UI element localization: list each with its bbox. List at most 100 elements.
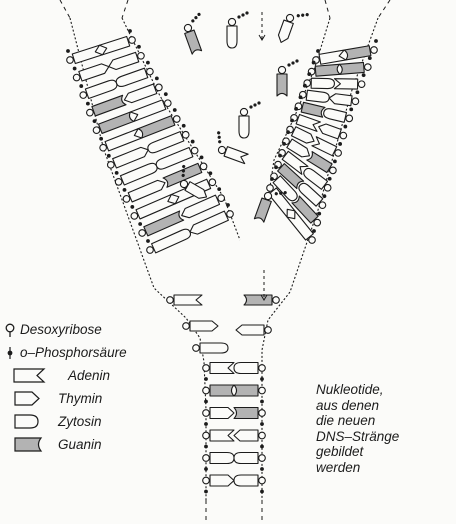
phosphate-dot (146, 239, 150, 243)
phosphate-dot (99, 137, 103, 141)
legend-item-zytosin: Zytosin (4, 410, 214, 433)
phosphate-dot (173, 108, 177, 112)
thymin-base (123, 84, 157, 105)
zytosin-base (115, 68, 148, 88)
sugar-ring (167, 297, 174, 304)
strand-continuation (378, 0, 390, 18)
phosphate-dot (356, 90, 360, 94)
phosphate-dot (362, 73, 366, 77)
phosphate-dot (191, 140, 195, 144)
sugar-ring (173, 116, 180, 123)
sugar-ring (123, 196, 130, 203)
note-line: gebildet (316, 444, 456, 460)
phosphate-dot (107, 154, 111, 158)
free-nucleotide (239, 101, 261, 138)
free-nucleotide (276, 6, 309, 48)
sugar-ring (319, 202, 326, 209)
guanin-base (301, 102, 325, 117)
adenin-base (312, 137, 337, 156)
phosphate-dot (333, 159, 337, 163)
legend-label-phosphor: o–Phosphorsäure (20, 341, 127, 364)
phosphate-dot (299, 95, 303, 99)
sugar-ring (209, 179, 216, 186)
phosphate-dot (260, 490, 264, 494)
phosphate-dot (307, 72, 311, 76)
sugar-ring (259, 387, 266, 394)
phosphate-dot (274, 165, 278, 169)
note-line: aus denen (316, 398, 456, 414)
guanin-base (98, 112, 133, 133)
sugar-ring (365, 64, 372, 71)
phosphate-dot (217, 187, 221, 191)
zytosin-base (146, 132, 183, 155)
sugar-ring (265, 327, 272, 334)
phosphate-dot (323, 194, 327, 198)
thymin-base (317, 122, 341, 139)
guanin-base (138, 116, 175, 138)
phosphate-dot (328, 177, 332, 181)
thymin-base (210, 475, 234, 486)
sugar-ring (267, 185, 274, 192)
zytosin-base (234, 363, 258, 374)
legend: Desoxyribose o–Phosphorsäure Adenin Thym… (4, 318, 214, 456)
phosphate-dot (282, 142, 286, 146)
phosphate-dot (123, 188, 127, 192)
note-line: Nukleotide, (316, 382, 456, 398)
note-line: die neuen (316, 413, 456, 429)
phosphate-dot (260, 422, 264, 426)
zytosin-base (311, 78, 334, 88)
note-line: werden (316, 460, 456, 476)
phosphate-dot (155, 76, 159, 80)
adenin-base (72, 45, 102, 63)
sugar-ring (139, 230, 146, 237)
sugar-ring (93, 127, 100, 134)
phosphate-dot (260, 445, 264, 449)
adenin-base (174, 295, 202, 305)
sugar-ring (314, 219, 321, 226)
zytosin-base (323, 107, 347, 122)
legend-label-guanin: Guanin (58, 433, 102, 456)
sugar-ring (73, 74, 80, 81)
phosphate-dot (260, 377, 264, 381)
legend-item-adenin: Adenin (4, 364, 214, 387)
nucleotide-note: Nukleotide, aus denen die neuen DNS–Strä… (316, 382, 456, 475)
adenin-base (99, 36, 129, 54)
legend-item-thymin: Thymin (4, 387, 214, 410)
sugar-ring (129, 37, 136, 44)
adenin-base (334, 79, 357, 89)
phosphate-dot (286, 130, 290, 134)
sugar-ring (335, 150, 342, 157)
guanin-base (234, 385, 258, 396)
phosphate-dot (290, 119, 294, 123)
phosphate-dot (130, 205, 134, 209)
adenin-shape-icon (4, 364, 50, 387)
phosphate-dot (138, 222, 142, 226)
sugar-ring (80, 92, 87, 99)
zytosin-base (120, 162, 158, 185)
phosphate-dot (374, 39, 378, 43)
legend-item-guanin: Guanin (4, 433, 214, 456)
sugar-ring (115, 179, 122, 186)
sugar-ring (259, 455, 266, 462)
guanin-shape-icon (4, 433, 50, 456)
phosphate-dot (294, 107, 298, 111)
legend-label-zytosin: Zytosin (58, 410, 102, 433)
sugar-ring (200, 163, 207, 170)
phosphate-dot (137, 45, 141, 49)
sugar-ring (259, 365, 266, 372)
sugar-ring (371, 47, 378, 54)
sugar-ring (352, 98, 359, 105)
adenin-base (105, 129, 142, 151)
guanin-base (344, 46, 371, 60)
adenin-base (319, 50, 346, 64)
sugar-ring (358, 81, 365, 88)
phosphate-dot (270, 177, 274, 181)
phosphate-dot (73, 67, 77, 71)
sugar-ring (346, 115, 353, 122)
zytosin-base (234, 475, 258, 486)
phosphate-dot (343, 125, 347, 129)
sugar-ring (218, 195, 225, 202)
sugar-ring (165, 100, 172, 107)
phosphate-dot (278, 154, 282, 158)
phosphate-dot (260, 467, 264, 471)
